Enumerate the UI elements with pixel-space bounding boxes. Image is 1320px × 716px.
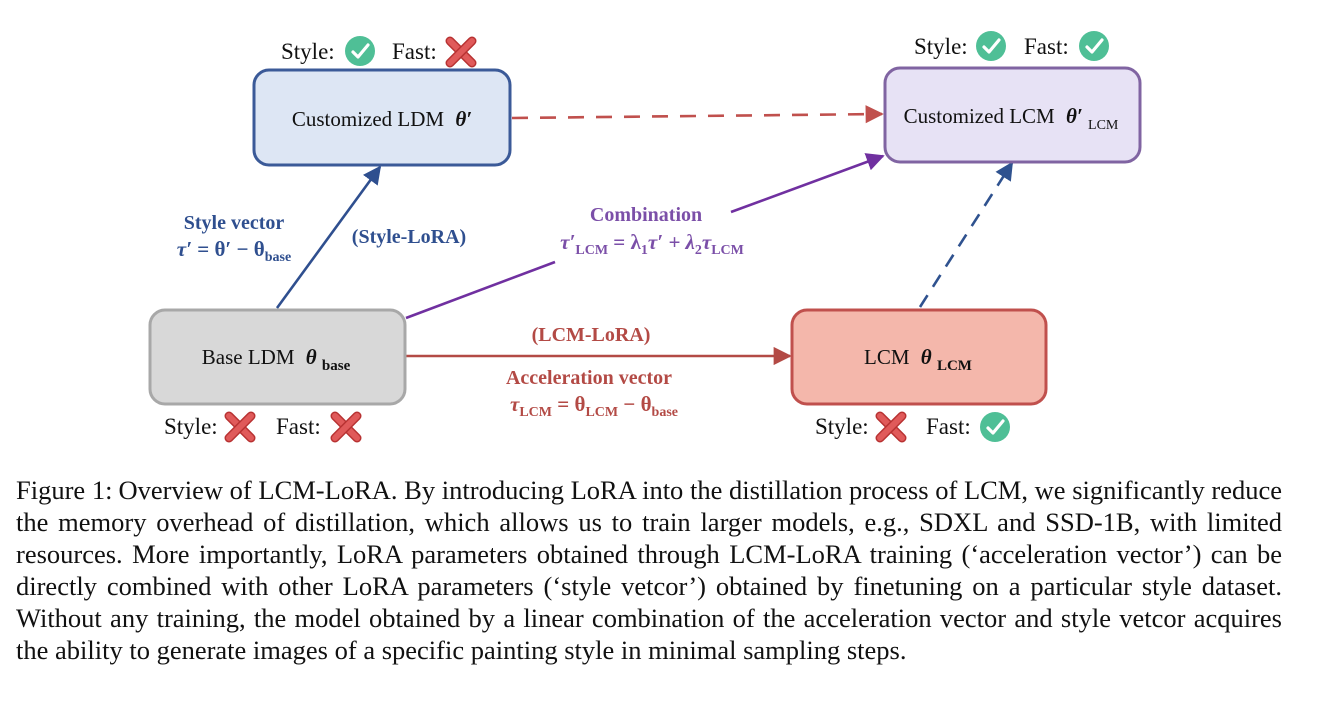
style-status-label: Style: <box>281 39 335 64</box>
combination-arrow-segment-1 <box>405 260 556 320</box>
lcm-to-lcm-custom-dashed-arrow <box>918 161 1014 308</box>
fast-status-label: Fast: <box>392 39 437 64</box>
acceleration-vector-title: Acceleration vector <box>506 367 672 389</box>
theta-symbol: θ′ <box>455 107 472 131</box>
fast-status-label: Fast: <box>276 414 321 439</box>
svg-text:Customized LDM θ′: Customized LDM θ′ <box>292 107 472 131</box>
theta-symbol: θ <box>921 345 932 369</box>
acceleration-vector-label: Acceleration vector τLCM = θLCM − θbase <box>506 367 678 420</box>
combination-arrow-segment-2 <box>730 153 885 214</box>
combination-equation: τ′LCM = λ1τ′ + λ2τLCM <box>560 230 744 258</box>
theta-subscript: LCM <box>937 358 972 374</box>
fast-cross-icon <box>330 411 362 443</box>
fast-status-label: Fast: <box>1024 34 1069 59</box>
style-vector-arrow <box>275 165 382 309</box>
ldm-to-lcm-custom-dashed-arrow <box>511 105 884 124</box>
fast-check-icon <box>980 412 1010 442</box>
svg-text:Customized LCM θ′: Customized LCM θ′ LCM <box>904 104 1119 133</box>
theta-symbol: θ <box>306 345 317 369</box>
lcm-lora-label: (LCM-LoRA) <box>532 324 651 346</box>
node-customized-ldm: Customized LDM θ′ <box>252 68 512 167</box>
style-vector-title: Style vector <box>184 212 285 234</box>
style-check-icon <box>976 31 1006 61</box>
lcm-lora-diagram: Customized LDM θ′ Customized LCM θ′ LCM … <box>148 31 1142 443</box>
node-customized-lcm: Customized LCM θ′ LCM <box>883 66 1142 164</box>
style-cross-icon <box>875 411 907 443</box>
figure-caption: Figure 1:Overview of LCM-LoRA. By introd… <box>16 474 1282 666</box>
node-label: LCM <box>864 345 910 369</box>
node-label: Customized LDM <box>292 107 445 131</box>
figure-label: Figure 1: <box>16 475 113 505</box>
style-lora-label: (Style-LoRA) <box>352 226 466 248</box>
node-base-ldm: Base LDM θ base <box>148 308 407 406</box>
node-lcm: LCM θ LCM <box>790 308 1048 406</box>
style-vector-label: Style vector τ′ = θ′ − θbase <box>177 212 291 265</box>
svg-text:Base LDM θ base: Base LDM θ base <box>202 345 351 374</box>
theta-subscript: LCM <box>1088 118 1119 133</box>
node-label: Customized LCM <box>904 104 1055 128</box>
fast-check-icon <box>1079 31 1109 61</box>
combination-label: Combination τ′LCM = λ1τ′ + λ2τLCM <box>560 204 744 258</box>
style-cross-icon <box>224 411 256 443</box>
node-label: Base LDM <box>202 345 295 369</box>
style-status-label: Style: <box>815 414 869 439</box>
status-row-base-ldm: Style: Fast: <box>164 411 362 443</box>
theta-symbol: θ′ <box>1066 104 1083 128</box>
style-status-label: Style: <box>914 34 968 59</box>
style-vector-equation: τ′ = θ′ − θbase <box>177 237 291 265</box>
style-status-label: Style: <box>164 414 218 439</box>
status-row-customized-lcm: Style: Fast: <box>914 31 1109 61</box>
style-check-icon <box>345 36 375 66</box>
status-row-lcm: Style: Fast: <box>815 411 1010 443</box>
acceleration-vector-equation: τLCM = θLCM − θbase <box>510 392 678 420</box>
fast-cross-icon <box>445 36 477 68</box>
theta-subscript: base <box>322 358 351 374</box>
fast-status-label: Fast: <box>926 414 971 439</box>
status-row-customized-ldm: Style: Fast: <box>281 36 477 68</box>
combination-title: Combination <box>590 204 702 226</box>
svg-text:LCM θ LCM: LCM θ LCM <box>864 345 972 374</box>
caption-text: Overview of LCM-LoRA. By introducing LoR… <box>16 475 1282 665</box>
